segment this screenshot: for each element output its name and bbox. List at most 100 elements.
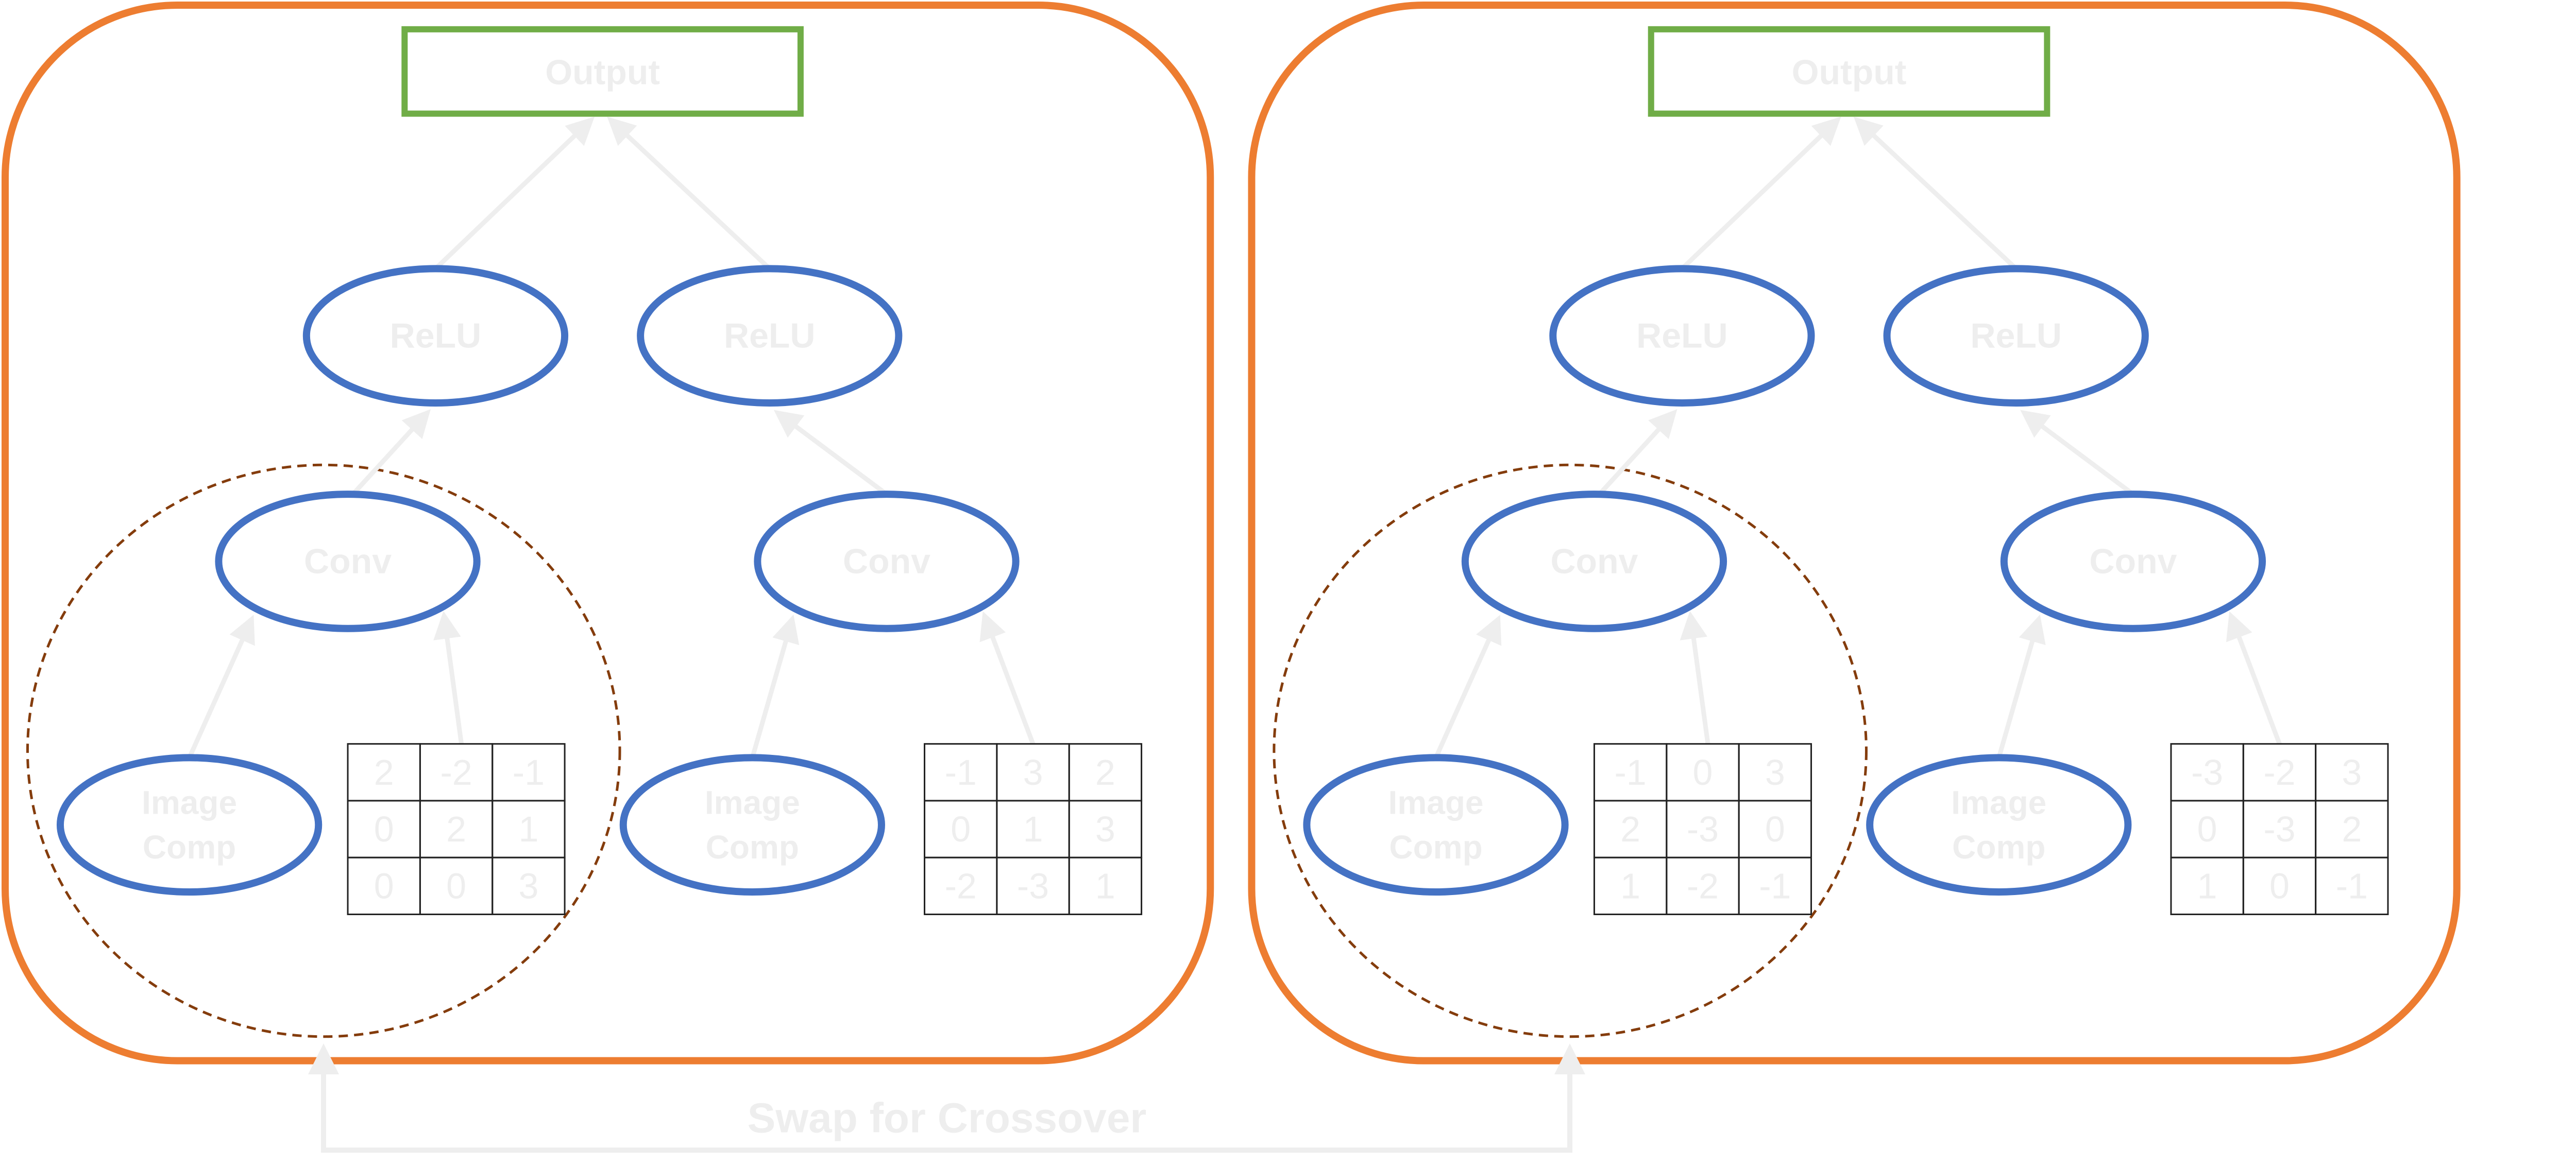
edge-relu2-output (1853, 116, 2018, 271)
edge-kernel2-conv2 (2226, 611, 2282, 745)
conv-node (2000, 491, 2266, 632)
crossover-subtree-circle (26, 463, 621, 1038)
output-label: Output (545, 53, 660, 92)
edge-conv1-relu1 (1598, 409, 1677, 496)
conv-node (215, 491, 481, 632)
kernel-cell-value: -1 (1759, 866, 1791, 906)
image-comp-node (1866, 754, 2132, 896)
edge-kernel2-conv2 (979, 611, 1036, 745)
output-box (401, 26, 804, 117)
image-comp-label-line2: Comp (1952, 829, 2045, 866)
kernel-cell-value: -1 (1615, 752, 1647, 793)
conv-node (754, 491, 1020, 632)
relu-node (637, 265, 903, 407)
kernel-cell-value: 1 (1095, 866, 1115, 906)
conv-label: Conv (1550, 542, 1638, 581)
relu-label: ReLU (724, 316, 816, 356)
kernel-cell-value: -2 (945, 866, 977, 906)
image-comp-node (1303, 754, 1569, 896)
kernel-cell-value: 3 (1095, 809, 1115, 849)
kernel-matrix: -1 3 2 0 1 3 -2 -3 1 (924, 743, 1143, 915)
image-comp-node (619, 754, 885, 896)
kernel-cell-value: 3 (1765, 752, 1785, 793)
image-comp-label-line2: Comp (706, 829, 799, 866)
edge-conv2-relu2 (2020, 410, 2135, 496)
kernel-cell-value: 0 (1765, 809, 1785, 849)
kernel-cell-value: 1 (518, 809, 538, 849)
kernel-matrix: -3 -2 3 0 -3 2 1 0 -1 (2170, 743, 2389, 915)
conv-label: Conv (2089, 542, 2177, 581)
kernel-cell-value: 1 (1023, 809, 1043, 849)
edge-image1-conv1 (1433, 615, 1502, 759)
relu-label: ReLU (1970, 316, 2062, 356)
kernel-cell-value: -1 (513, 752, 545, 793)
kernel-cell (492, 856, 566, 915)
kernel-cell-value: 3 (2342, 752, 2362, 793)
edge-relu1-output (1680, 116, 1841, 271)
edge-conv2-relu2 (773, 410, 888, 496)
relu-label: ReLU (390, 316, 482, 356)
kernel-cell-value: 2 (1620, 809, 1640, 849)
kernel-cell-value: -3 (2191, 752, 2223, 793)
kernel-cell-value: -3 (1687, 809, 1719, 849)
edge-conv1-relu1 (351, 409, 431, 496)
kernel-cell-value: -3 (2263, 809, 2295, 849)
kernel-cell-value: 2 (446, 809, 466, 849)
kernel-cell (1068, 856, 1143, 915)
edge-relu1-output (434, 116, 595, 271)
kernel-cell-value: -2 (2263, 752, 2295, 793)
kernel-cell-value: -2 (1687, 866, 1719, 906)
swap-label: Swap for Crossover (748, 1095, 1147, 1142)
kernel-cell-value: 3 (518, 866, 538, 906)
crossover-subtree-circle (1273, 463, 1868, 1038)
conv-label: Conv (843, 542, 930, 581)
edge-image1-conv1 (187, 615, 255, 759)
output-box (1648, 26, 2050, 117)
image-comp-node (56, 754, 323, 896)
edge-kernel1-conv1 (433, 611, 464, 745)
edge-relu2-output (607, 116, 771, 271)
relu-label: ReLU (1636, 316, 1728, 356)
image-comp-label-line1: Image (142, 784, 237, 821)
relu-node (302, 265, 569, 407)
conv-label: Conv (304, 542, 392, 581)
kernel-cell-value: -3 (1017, 866, 1049, 906)
kernel-cell-value: 2 (1095, 752, 1115, 793)
image-comp-label-line2: Comp (1389, 829, 1482, 866)
kernel-cell-value: -1 (2336, 866, 2368, 906)
swap-connector: Swap for Crossover (308, 1043, 1585, 1153)
image-comp-label-line1: Image (1388, 784, 1484, 821)
kernel-cell-value: 0 (446, 866, 466, 906)
kernel-cell-value: -2 (440, 752, 472, 793)
kernel-cell-value: 0 (951, 809, 971, 849)
kernel-cell-value: 0 (2197, 809, 2217, 849)
image-comp-label-line2: Comp (143, 829, 236, 866)
kernel-cell (1738, 856, 1812, 915)
kernel-cell-value: 0 (1693, 752, 1713, 793)
conv-node (1461, 491, 1727, 632)
kernel-matrix: 2 -2 -1 0 2 1 0 0 3 (347, 743, 566, 915)
edge-kernel1-conv1 (1680, 611, 1710, 745)
output-label: Output (1792, 53, 1907, 92)
edge-image2-conv2 (1996, 614, 2046, 759)
kernel-cell (2315, 856, 2389, 915)
kernel-cell-value: 0 (374, 809, 394, 849)
kernel-cell-value: 3 (1023, 752, 1043, 793)
kernel-cell-value: -1 (945, 752, 977, 793)
edge-image2-conv2 (750, 614, 800, 759)
tree-boundary (1248, 2, 2461, 1065)
image-comp-label-line1: Image (1951, 784, 2046, 821)
kernel-cell-value: 1 (2197, 866, 2217, 906)
image-comp-label-line1: Image (705, 784, 800, 821)
kernel-cell-value: 2 (374, 752, 394, 793)
kernel-cell-value: 0 (2269, 866, 2290, 906)
relu-node (1549, 265, 1815, 407)
kernel-cell-value: 2 (2342, 809, 2362, 849)
kernel-cell-value: 0 (374, 866, 394, 906)
relu-node (1883, 265, 2149, 407)
swap-arrow-path (308, 1043, 1585, 1153)
